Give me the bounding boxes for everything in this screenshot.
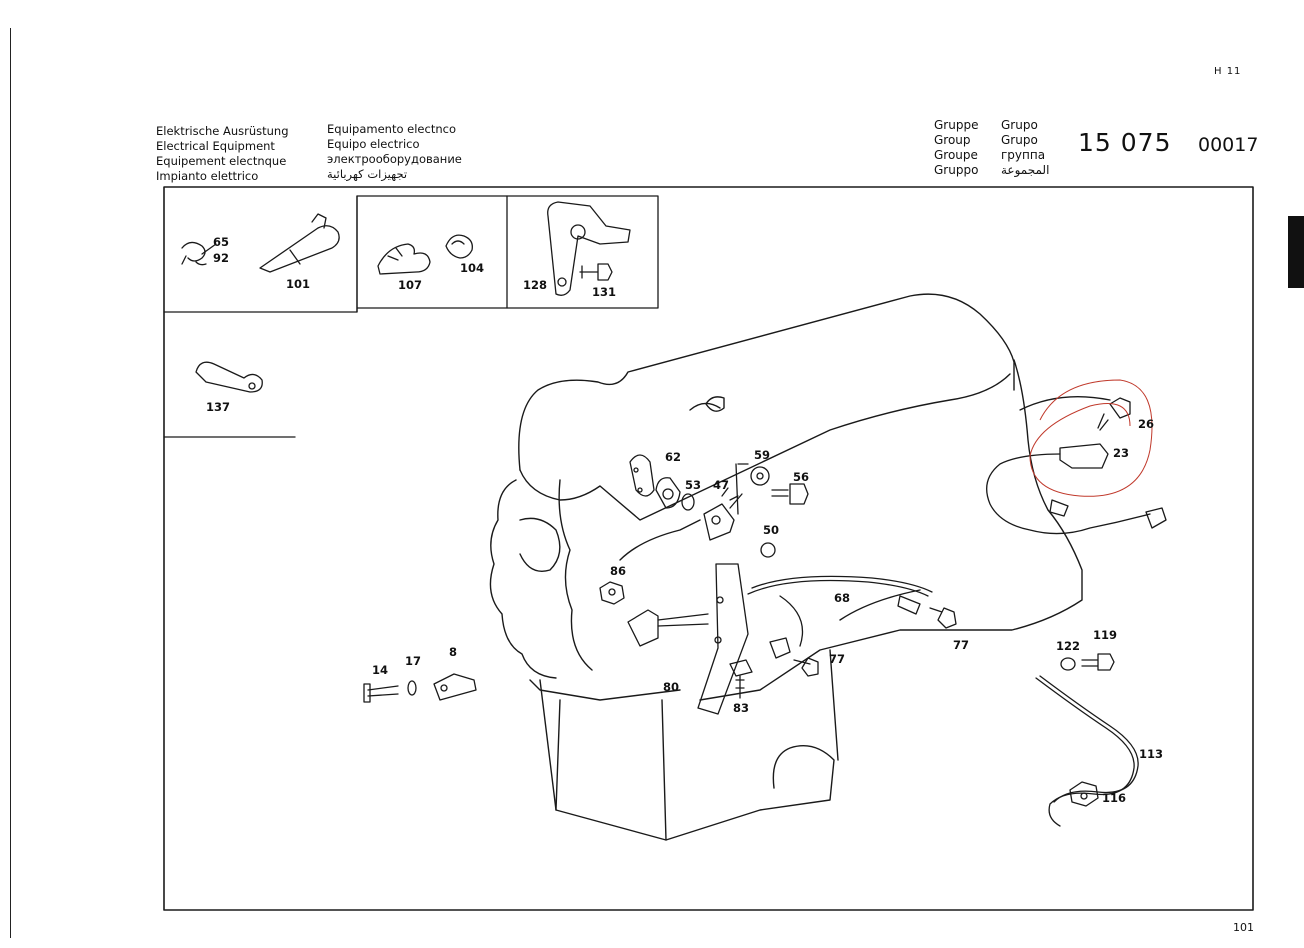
title-fr: Equipement electnque [156, 154, 287, 168]
gasket-62-icon [629, 454, 655, 497]
ring-53-icon [681, 493, 695, 511]
group-label-en: Group [934, 133, 971, 147]
label-113: 113 [1139, 747, 1163, 761]
title-ar: تجهيزات كهربائية [327, 167, 408, 181]
title-block-right: Equipamento electnco Equipo electrico эл… [327, 122, 462, 182]
bracket-128-icon [547, 201, 631, 296]
bolt-83-icon [729, 659, 753, 699]
title-it: Impianto elettrico [156, 169, 259, 183]
title-en: Electrical Equipment [156, 139, 275, 153]
label-56: 56 [793, 470, 809, 484]
title-ru: электрооборудование [327, 152, 462, 166]
label-92: 92 [213, 251, 229, 265]
label-104: 104 [460, 261, 484, 275]
washer-59-icon [750, 466, 770, 486]
page-left-rule [10, 28, 11, 938]
title-block-left: Elektrische Ausrüstung Electrical Equipm… [156, 124, 289, 184]
title-es: Equipo electrico [327, 137, 420, 151]
group-label-es: Grupo [1001, 133, 1038, 147]
title-de: Elektrische Ausrüstung [156, 124, 289, 138]
group-label-de: Gruppe [934, 118, 979, 132]
leader-59-47 [735, 463, 749, 515]
page-reference: H 11 [1214, 66, 1242, 77]
group-code: 00017 [1198, 134, 1259, 156]
label-137: 137 [206, 400, 230, 414]
label-101: 101 [286, 277, 310, 291]
label-8: 8 [449, 645, 457, 659]
strap-clip-101-icon [259, 213, 340, 273]
bolt-77b-icon [793, 657, 819, 677]
page-edge-tab [1288, 216, 1304, 288]
diagram-frame [163, 186, 1254, 911]
group-number: 15 075 [1078, 128, 1172, 157]
label-80: 80 [663, 680, 679, 694]
label-14: 14 [372, 663, 388, 677]
washer-50-icon [760, 542, 776, 558]
cable-68 [747, 575, 933, 659]
group-labels-left: Gruppe Group Groupe Gruppo [934, 118, 978, 178]
leader-47 [729, 493, 743, 509]
group-label-ar: المجموعة [1001, 163, 1050, 177]
bracket-80-icon [697, 563, 749, 715]
bolt-131-icon [579, 263, 613, 281]
bolt-119-icon [1081, 653, 1115, 671]
group-label-ru: группа [1001, 148, 1046, 162]
label-47: 47 [713, 478, 729, 492]
bracket-8-icon [433, 673, 477, 701]
label-23: 23 [1113, 446, 1129, 460]
ground-strap-113-icon [1035, 675, 1139, 827]
inset-box-top [163, 195, 659, 313]
part-labels: 65 92 101 107 104 128 131 137 26 23 62 5… [206, 235, 1163, 805]
label-116: 116 [1102, 791, 1126, 805]
label-107: 107 [398, 278, 422, 292]
label-65: 65 [213, 235, 229, 249]
label-77b: 77 [829, 652, 845, 666]
clamp-104-icon [445, 234, 473, 259]
washer-17-icon [407, 680, 417, 696]
label-83: 83 [733, 701, 749, 715]
annotation-circle [1029, 379, 1153, 497]
label-122: 122 [1056, 639, 1080, 653]
sensor-23-26-harness [986, 396, 1167, 535]
nut-116-icon [1069, 781, 1099, 807]
group-label-it: Gruppo [934, 163, 979, 177]
leader-65 [201, 243, 217, 255]
label-50: 50 [763, 523, 779, 537]
bolt-77a-icon [929, 607, 957, 629]
nut-86-icon [599, 581, 625, 605]
title-pt: Equipamento electnco [327, 122, 456, 136]
gasket-62b-icon [655, 477, 681, 509]
engine-block-outline [489, 293, 1083, 841]
label-128: 128 [523, 278, 547, 292]
label-17: 17 [405, 654, 421, 668]
washer-122-icon [1060, 657, 1076, 671]
label-62: 62 [665, 450, 681, 464]
group-labels-right: Grupo Grupo группа المجموعة [1001, 118, 1049, 178]
label-86: 86 [610, 564, 626, 578]
screw-56-icon [771, 483, 809, 505]
sensor-47-icon [703, 487, 739, 541]
label-53: 53 [685, 478, 701, 492]
label-59: 59 [754, 448, 770, 462]
label-131: 131 [592, 285, 616, 299]
page-number: 101 [1233, 921, 1254, 934]
cable-lug-137-icon [195, 361, 263, 393]
group-label-pt: Grupo [1001, 118, 1038, 132]
label-77a: 77 [953, 638, 969, 652]
clamp-107-icon [377, 243, 431, 275]
label-68: 68 [834, 591, 850, 605]
bolt-14-icon [363, 683, 399, 703]
sensor-plug-icon [627, 609, 709, 647]
label-119: 119 [1093, 628, 1117, 642]
group-label-fr: Groupe [934, 148, 978, 162]
label-26: 26 [1138, 417, 1154, 431]
